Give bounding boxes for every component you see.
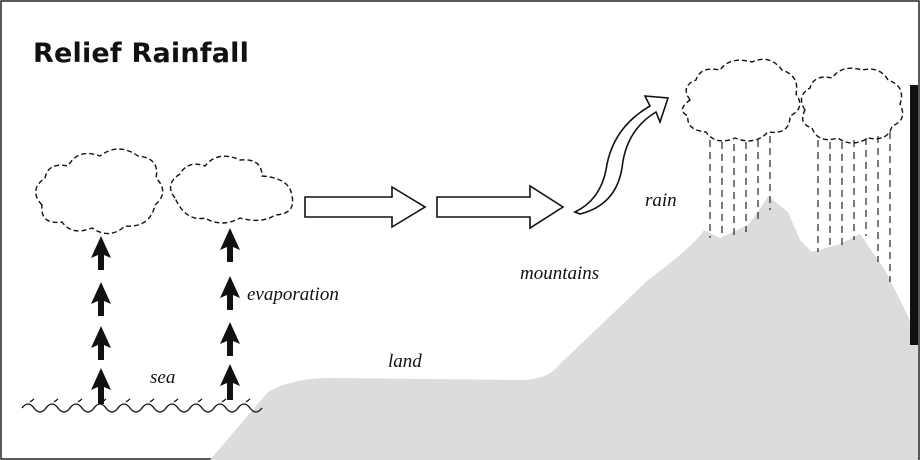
arrow-right-icon	[436, 184, 565, 230]
label-evaporation: evaporation	[247, 284, 339, 305]
arrow-up-icon	[91, 368, 111, 404]
arrow-up-icon	[91, 326, 111, 360]
right-edge-bar	[910, 85, 918, 345]
land-mountain-shape	[210, 196, 918, 460]
curved-arrow-icon	[573, 95, 670, 215]
label-rain: rain	[645, 190, 677, 211]
arrow-up-icon	[220, 322, 240, 356]
arrow-up-icon	[220, 364, 240, 400]
arrow-up-icon	[91, 236, 111, 270]
cloud-icon	[681, 58, 801, 142]
sea-wave-icon	[21, 398, 263, 413]
arrow-right-icon	[304, 185, 427, 229]
cloud-icon	[800, 67, 904, 144]
arrow-up-icon	[91, 282, 111, 316]
cloud-icon	[169, 155, 294, 224]
label-sea: sea	[150, 367, 176, 388]
arrow-up-icon	[220, 276, 240, 310]
label-mountains: mountains	[520, 263, 600, 284]
label-land: land	[388, 351, 422, 372]
cloud-icon	[35, 148, 164, 235]
diagram-title: Relief Rainfall	[33, 38, 250, 69]
rain-drop-lines	[709, 132, 891, 282]
arrow-up-icon	[220, 228, 240, 262]
